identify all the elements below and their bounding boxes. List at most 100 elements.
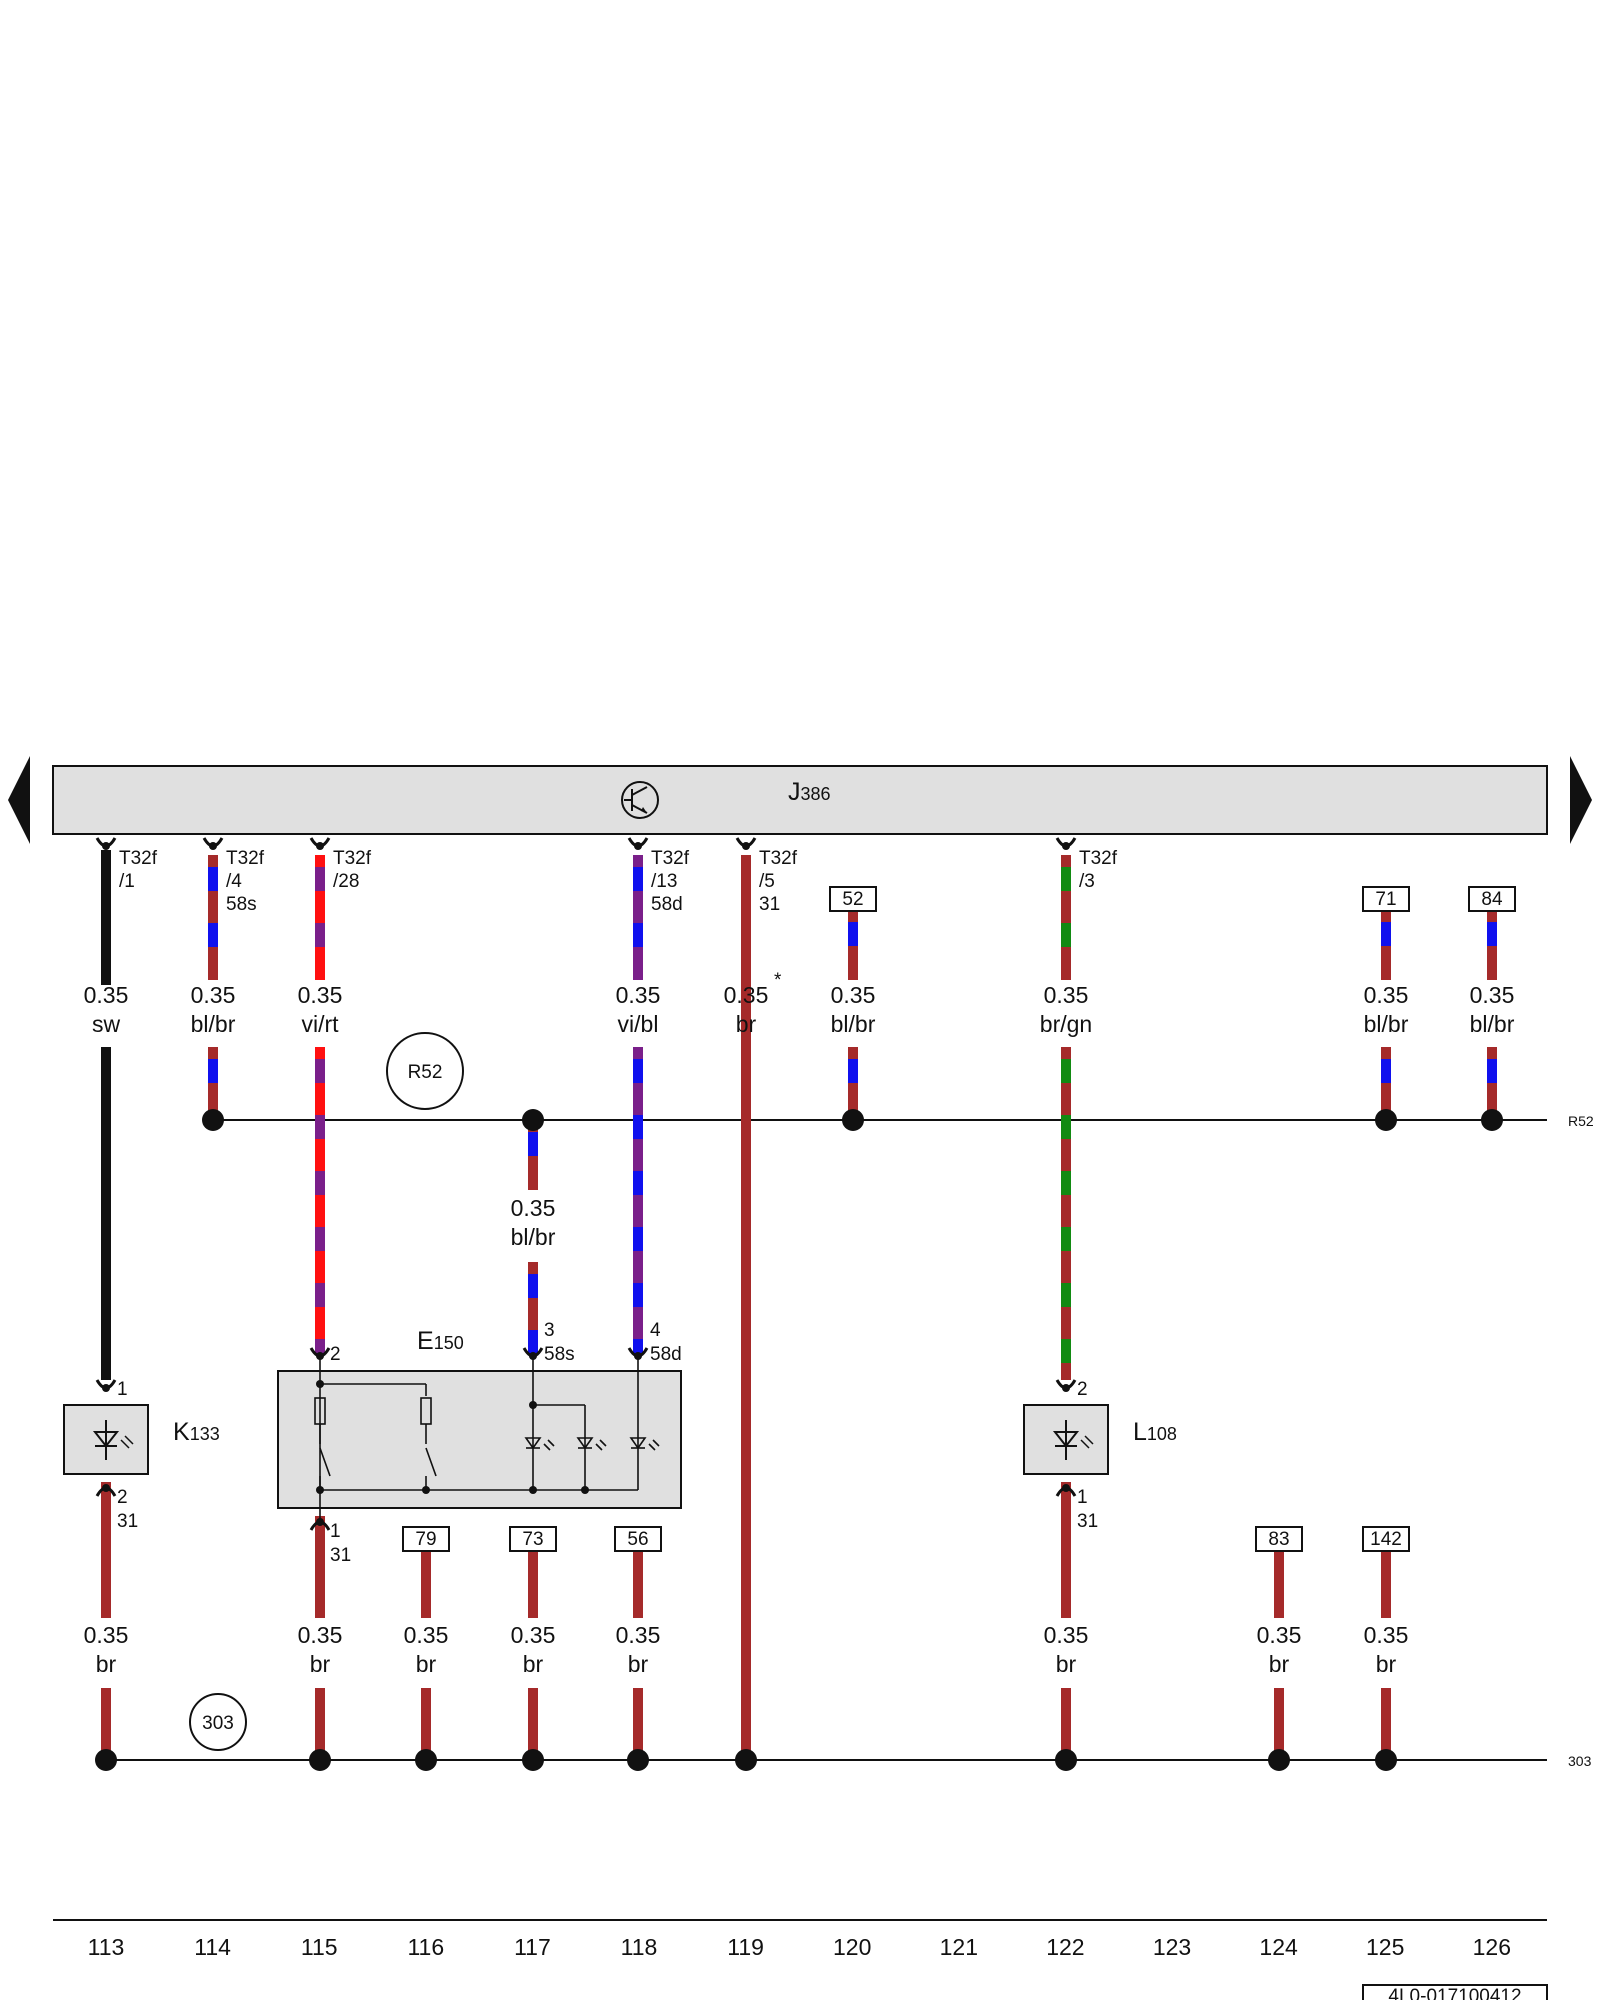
- splice-dot-303-115: [309, 1749, 331, 1771]
- svg-text:br: br: [416, 1651, 437, 1677]
- document-id-box: 4L0-017100412: [1362, 1984, 1548, 2000]
- svg-text:0.35: 0.35: [191, 982, 236, 1008]
- svg-text:R52: R52: [408, 1062, 443, 1083]
- column-number: 117: [514, 1934, 551, 1960]
- svg-text:56: 56: [627, 1529, 648, 1550]
- column-number: 115: [301, 1934, 338, 1960]
- k133-label: K133: [173, 1418, 220, 1446]
- svg-text:/1: /1: [119, 871, 135, 892]
- reference-box-142[interactable]: 142: [1362, 1526, 1410, 1552]
- svg-text:T32f: T32f: [1079, 848, 1118, 869]
- svg-text:/5: /5: [759, 871, 775, 892]
- svg-text:bl/br: bl/br: [1470, 1011, 1515, 1037]
- svg-text:79: 79: [415, 1529, 436, 1550]
- reference-box-79[interactable]: 79: [402, 1526, 450, 1552]
- connector-terminal-122: [1055, 837, 1077, 850]
- column-number: 120: [833, 1934, 871, 1960]
- wire-label-118: 0.35 vi/bl: [616, 982, 661, 1037]
- svg-text:br/gn: br/gn: [1040, 1011, 1092, 1037]
- led-icon: [92, 1420, 134, 1460]
- connector-c119: T32f/531: [759, 848, 798, 915]
- k133-pin-top: 1: [117, 1379, 128, 1400]
- e150-pin-3-term: 58s: [544, 1344, 575, 1365]
- wire-label-ground-122: 0.35 br: [1044, 1622, 1089, 1677]
- connector-c115: T32f/28: [333, 848, 372, 892]
- svg-text:bl/br: bl/br: [1364, 1011, 1409, 1037]
- svg-text:0.35: 0.35: [616, 982, 661, 1008]
- l108-pin-bottom-term: 31: [1077, 1511, 1098, 1532]
- reference-box-83[interactable]: 83: [1255, 1526, 1303, 1552]
- control-unit-j386[interactable]: [52, 765, 1548, 835]
- svg-text:T32f: T32f: [759, 848, 798, 869]
- bus-r52-circle: R52: [386, 1032, 464, 1110]
- e150-terminal-2: [309, 1347, 331, 1360]
- svg-text:303: 303: [202, 1713, 234, 1734]
- next-page-arrow[interactable]: [1570, 756, 1592, 844]
- switch-module-e150[interactable]: [277, 1355, 682, 1521]
- splice-dot-303-124: [1268, 1749, 1290, 1771]
- svg-text:T32f: T32f: [119, 848, 158, 869]
- pin-labels: 1 2 31 2 3 58s 4 58d 1 31 2 1 31 *: [117, 970, 1098, 1566]
- e150-pin-3: 3: [544, 1320, 555, 1341]
- splice-dot-r52-120: [842, 1109, 864, 1131]
- reference-box-84[interactable]: 84: [1468, 886, 1516, 912]
- column-number: 126: [1473, 1934, 1511, 1960]
- l108-terminal-top: [1055, 1379, 1077, 1392]
- e150-terminal-4: [627, 1347, 649, 1360]
- reference-box-56[interactable]: 56: [614, 1526, 662, 1552]
- reference-box-73[interactable]: 73: [509, 1526, 557, 1552]
- svg-text:br: br: [736, 1011, 757, 1037]
- k133-terminal-top: [95, 1379, 117, 1392]
- splice-dot-303-119: [735, 1749, 757, 1771]
- svg-text:0.35: 0.35: [511, 1195, 556, 1221]
- column-number: 119: [727, 1934, 764, 1960]
- splice-dot-303-122: [1055, 1749, 1077, 1771]
- splice-dot-r52-114: [202, 1109, 224, 1131]
- svg-text:31: 31: [759, 894, 780, 915]
- splice-dot-303-117: [522, 1749, 544, 1771]
- wire-label-122: 0.35 br/gn: [1040, 982, 1092, 1037]
- svg-text:0.35: 0.35: [1364, 1622, 1409, 1648]
- svg-text:58d: 58d: [651, 894, 683, 915]
- wire-label-117-middle: 0.35 bl/br: [511, 1195, 556, 1250]
- e150-pin-1: 1: [330, 1521, 341, 1542]
- svg-text:0.35: 0.35: [404, 1622, 449, 1648]
- svg-text:58s: 58s: [226, 894, 257, 915]
- svg-text:0.35: 0.35: [84, 1622, 129, 1648]
- svg-text:0.35: 0.35: [511, 1622, 556, 1648]
- svg-text:/13: /13: [651, 871, 677, 892]
- svg-text:T32f: T32f: [226, 848, 265, 869]
- e150-pin-4-term: 58d: [650, 1344, 682, 1365]
- l108-terminal-bottom: [1055, 1484, 1077, 1497]
- svg-text:vi/bl: vi/bl: [618, 1011, 659, 1037]
- svg-text:0.35: 0.35: [1044, 982, 1089, 1008]
- column-number: 113: [88, 1934, 125, 1960]
- svg-text:71: 71: [1375, 889, 1396, 910]
- control-unit-symbol-icon: [621, 781, 659, 819]
- connector-c122: T32f/3: [1079, 848, 1118, 892]
- k133-terminal-bottom: [95, 1484, 117, 1497]
- reference-box-52[interactable]: 52: [829, 886, 877, 912]
- column-number: 116: [407, 1934, 444, 1960]
- svg-text:br: br: [628, 1651, 649, 1677]
- svg-text:bl/br: bl/br: [831, 1011, 876, 1037]
- splice-dot-303-116: [415, 1749, 437, 1771]
- lamp-l108[interactable]: [1023, 1404, 1109, 1475]
- svg-text:br: br: [1056, 1651, 1077, 1677]
- svg-text:0.35: 0.35: [1044, 1622, 1089, 1648]
- e150-label: E150: [417, 1327, 464, 1355]
- previous-page-arrow[interactable]: [8, 756, 30, 844]
- indicator-lamp-k133[interactable]: [63, 1404, 149, 1475]
- reference-box-71[interactable]: 71: [1362, 886, 1410, 912]
- svg-text:bl/br: bl/br: [511, 1224, 556, 1250]
